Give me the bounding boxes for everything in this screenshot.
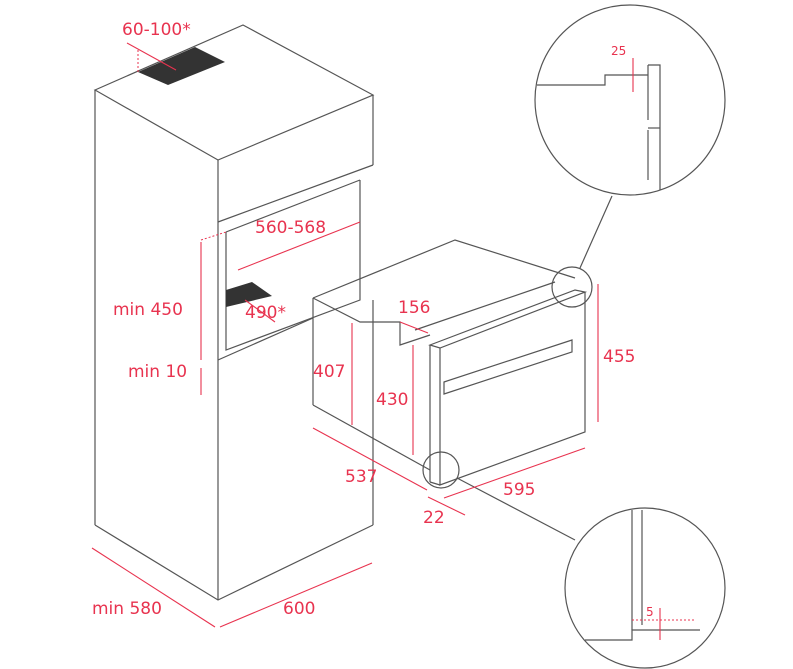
label-base-gap: min 10 xyxy=(128,362,187,382)
label-top-step: 156 xyxy=(398,298,430,318)
niche-vent xyxy=(226,282,272,307)
label-cabinet-depth: min 580 xyxy=(92,599,162,619)
label-detail-bottom: 5 xyxy=(646,605,654,619)
detail-callouts xyxy=(422,4,726,669)
label-oven-width: 595 xyxy=(503,480,535,500)
label-cabinet-width: 600 xyxy=(283,599,315,619)
label-niche-height: min 450 xyxy=(113,300,183,320)
label-inner-height: 430 xyxy=(376,390,408,410)
label-front-thickness: 22 xyxy=(423,508,445,528)
dimension-lines xyxy=(91,42,599,628)
label-oven-depth: 537 xyxy=(345,467,377,487)
label-vent-depth: 490* xyxy=(245,303,286,323)
label-detail-top: 25 xyxy=(611,44,626,58)
cabinet xyxy=(93,24,375,601)
top-vent xyxy=(138,47,225,85)
label-body-height: 407 xyxy=(313,362,345,382)
label-niche-width: 560-568 xyxy=(255,218,326,238)
label-vent-gap: 60-100* xyxy=(122,20,191,40)
dimension-labels: 60-100* 560-568 min 450 490* min 10 156 … xyxy=(92,20,654,619)
label-front-height: 455 xyxy=(603,347,635,367)
oven xyxy=(312,239,588,486)
